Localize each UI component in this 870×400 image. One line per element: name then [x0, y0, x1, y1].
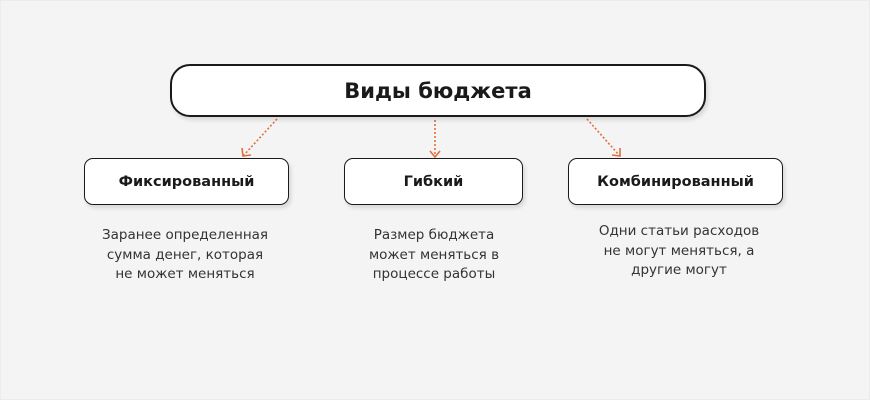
description-line: процессе работы — [372, 266, 496, 282]
description-line: не могут меняться, а — [603, 242, 755, 259]
arrowhead-icon — [241, 147, 252, 157]
node-fixed: Фиксированный — [84, 158, 289, 205]
description-line: не может меняться — [115, 266, 255, 282]
description-flexible: Размер бюджета может меняться в процессе… — [324, 226, 544, 285]
description-line: Размер бюджета — [373, 227, 495, 243]
arrow-to-combined — [586, 118, 620, 156]
description-line: может меняться в — [368, 246, 500, 263]
arrowhead-icon — [429, 150, 441, 159]
description-fixed: Заранее определенная сумма денег, котора… — [75, 226, 295, 285]
arrowhead-icon — [611, 148, 621, 157]
description-line: Одни статьи расходов — [598, 223, 760, 239]
node-flexible: Гибкий — [344, 158, 523, 205]
node-combined: Комбинированный — [568, 158, 783, 205]
arrow-to-fixed — [243, 118, 278, 156]
description-combined: Одни статьи расходов не могут меняться, … — [569, 222, 789, 281]
description-line: Заранее определенная — [101, 227, 269, 243]
description-line: сумма денег, которая — [106, 246, 264, 263]
description-line: другие могут — [631, 262, 727, 278]
diagram-title: Виды бюджета — [170, 64, 706, 117]
